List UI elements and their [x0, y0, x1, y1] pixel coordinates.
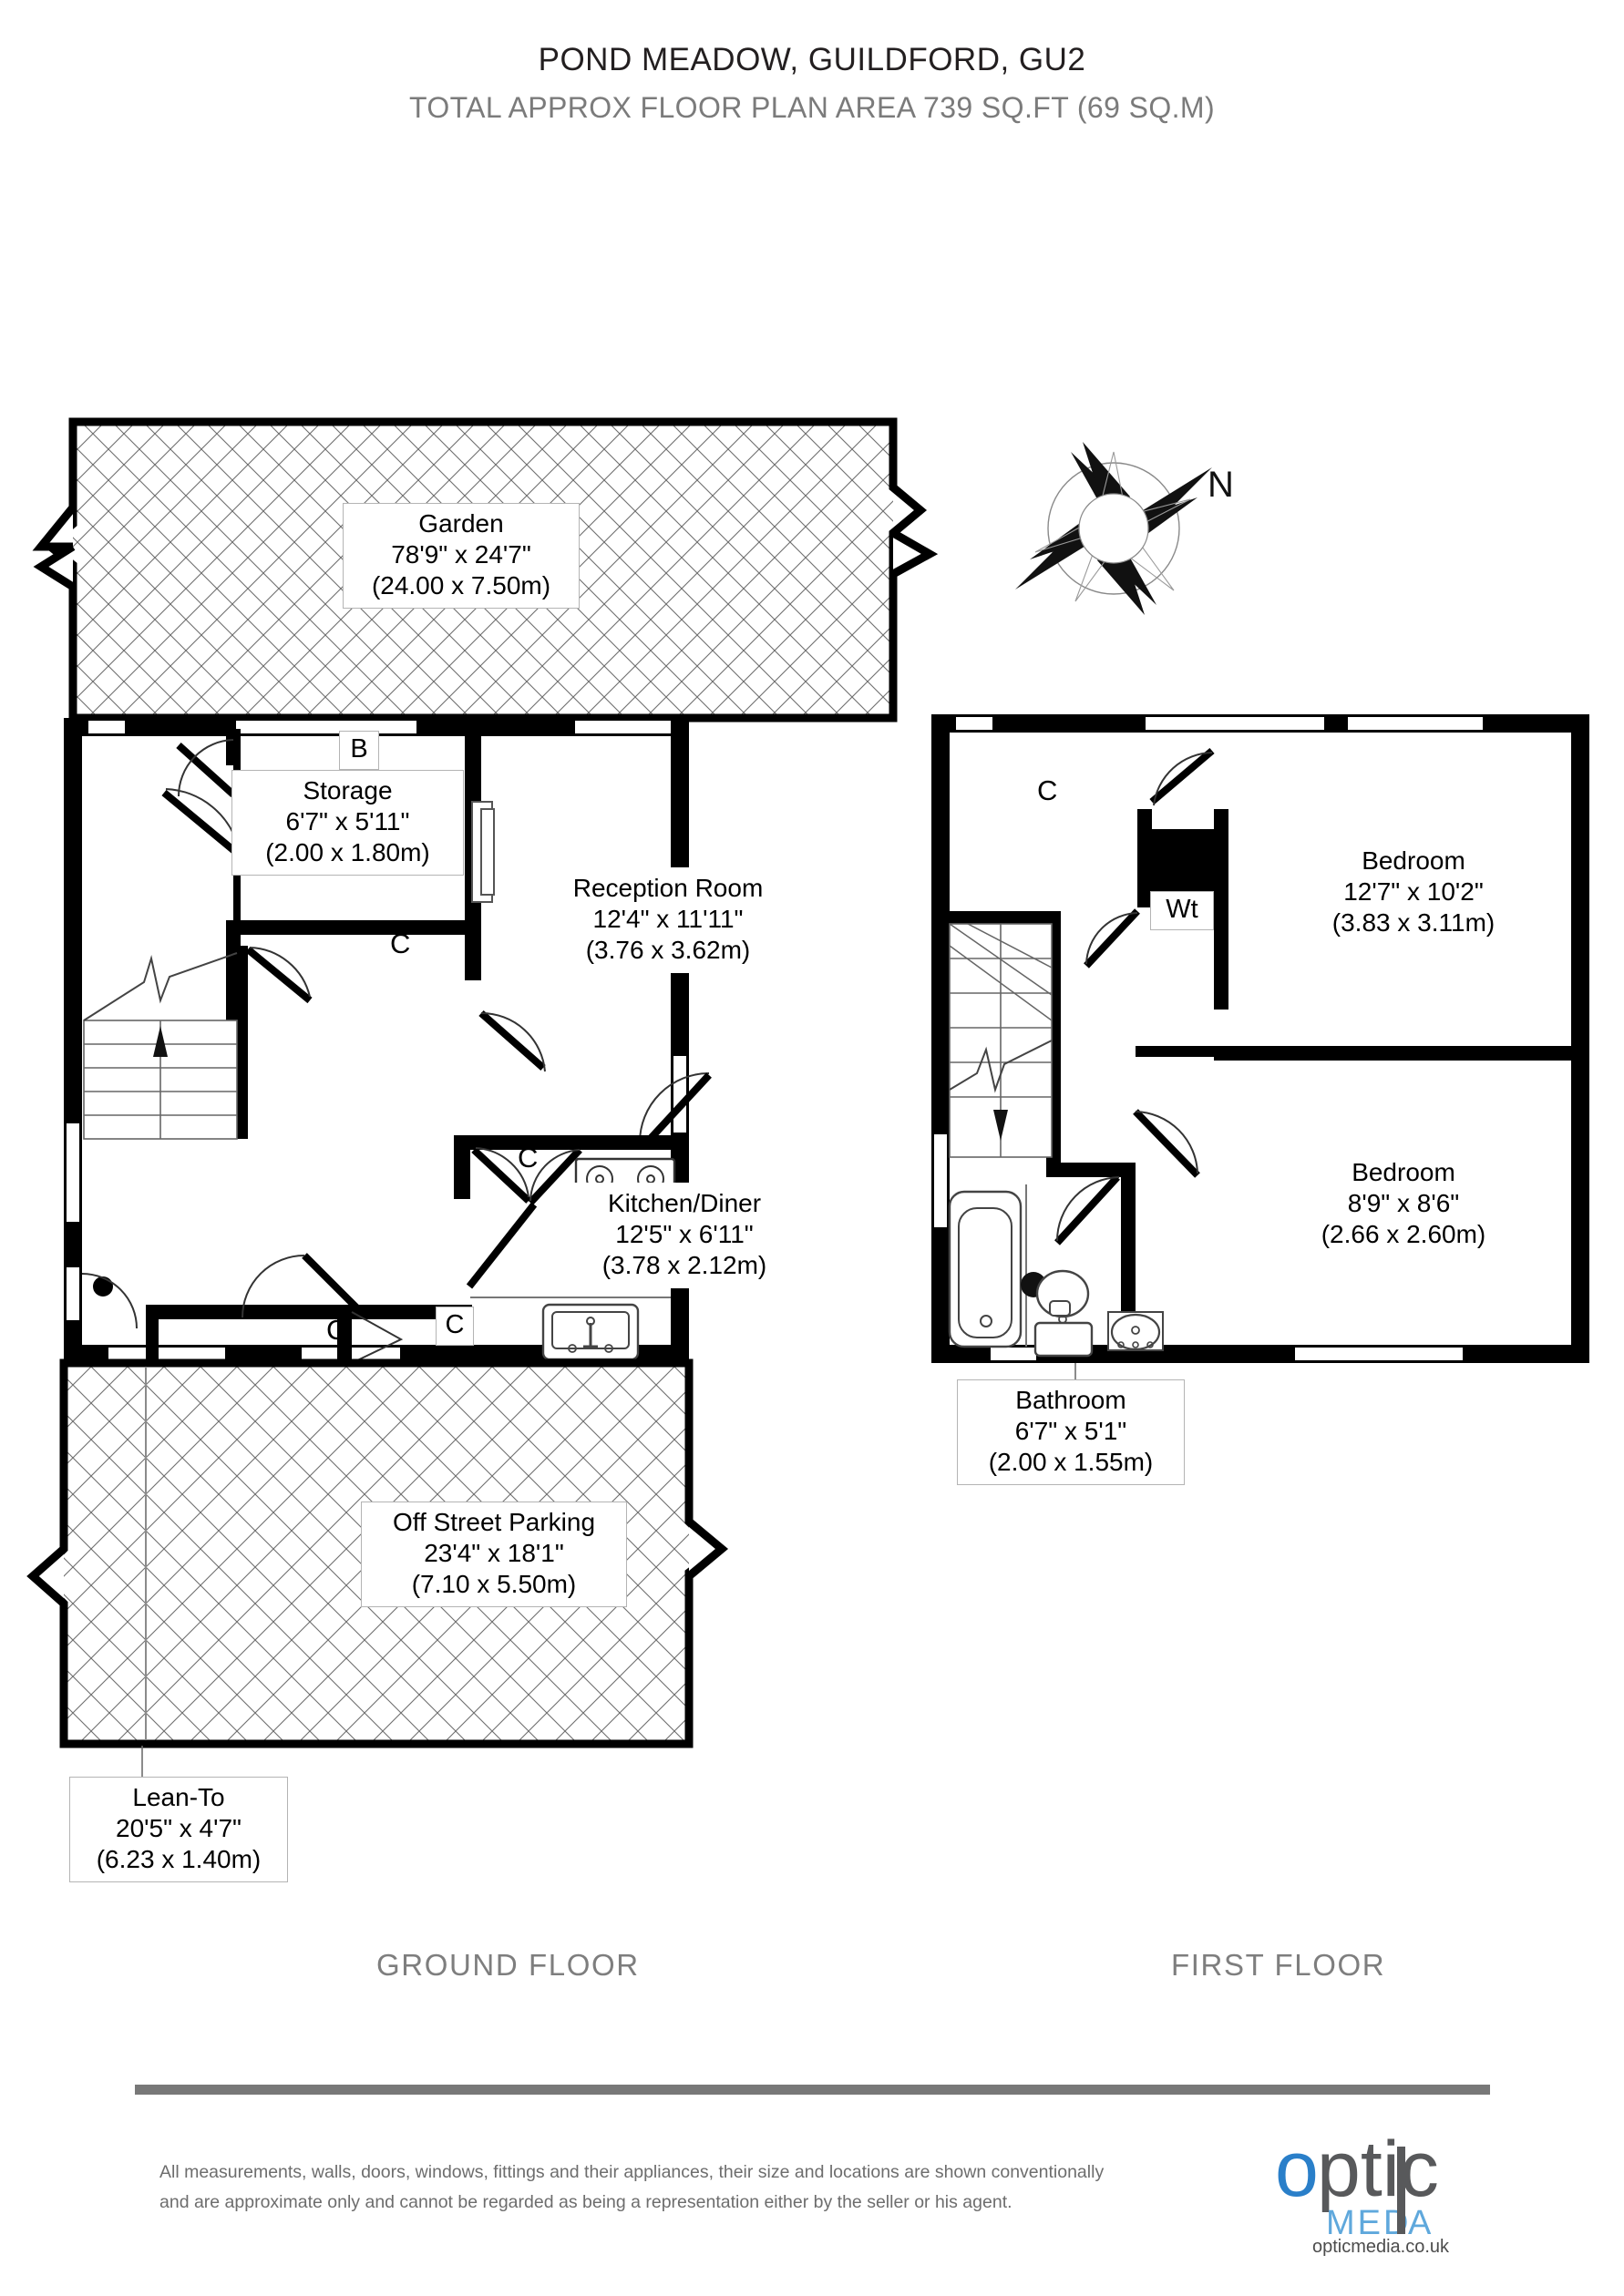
room-label-bedroom-2: Bedroom 8'9" x 8'6" (2.66 x 2.60m)	[1276, 1152, 1531, 1258]
room-label-leanto: Lean-To 20'5" x 4'7" (6.23 x 1.40m)	[69, 1777, 288, 1883]
room-metric: (3.76 x 3.62m)	[585, 936, 751, 965]
room-imperial: 12'7" x 10'2"	[1343, 877, 1484, 907]
sink-icon	[541, 1303, 640, 1361]
room-imperial: 6'7" x 5'1"	[1014, 1417, 1127, 1446]
ground-floor-caption: GROUND FLOOR	[376, 1948, 640, 1982]
page-subtitle: TOTAL APPROX FLOOR PLAN AREA 739 SQ.FT (…	[408, 91, 1216, 124]
room-name: Storage	[303, 776, 393, 805]
cupboard-marker-hall: C	[326, 1314, 347, 1346]
optic-media-logo: o ptic MED A	[1275, 2128, 1439, 2242]
room-imperial: 23'4" x 18'1"	[424, 1539, 564, 1568]
logo-i-bar	[1397, 2147, 1405, 2234]
room-imperial: 12'4" x 11'11"	[592, 905, 744, 934]
room-name: Reception Room	[572, 874, 764, 902]
room-imperial: 6'7" x 5'11"	[285, 807, 410, 836]
front-door-marker	[93, 1276, 113, 1297]
logo-media-a: A	[1408, 2204, 1434, 2242]
room-metric: (2.00 x 1.55m)	[988, 1448, 1154, 1477]
cupboard-marker-landing: C	[1037, 774, 1058, 806]
room-metric: (3.83 x 3.11m)	[1331, 908, 1496, 938]
disclaimer-text: All measurements, walls, doors, windows,…	[159, 2162, 1105, 2212]
cupboard-marker-understairs: C	[390, 928, 411, 959]
room-name: Bathroom	[1015, 1386, 1126, 1414]
room-name: Bedroom	[1352, 1158, 1455, 1186]
compass-rose-icon	[1015, 442, 1212, 615]
room-label-bathroom: Bathroom 6'7" x 5'1" (2.00 x 1.55m)	[957, 1379, 1185, 1486]
first-floor-plan	[931, 714, 1589, 1363]
room-label-reception: Reception Room 12'4" x 11'11" (3.76 x 3.…	[536, 867, 800, 974]
water-tank-marker: Wt	[1150, 891, 1214, 930]
room-label-bedroom-1: Bedroom 12'7" x 10'2" (3.83 x 3.11m)	[1285, 840, 1542, 947]
room-label-parking: Off Street Parking 23'4" x 18'1" (7.10 x…	[361, 1502, 627, 1608]
room-metric: (2.00 x 1.80m)	[265, 838, 430, 867]
first-floor-caption: FIRST FLOOR	[1171, 1948, 1386, 1982]
room-name: Lean-To	[132, 1783, 225, 1811]
room-imperial: 78'9" x 24'7"	[391, 540, 531, 569]
room-label-garden: Garden 78'9" x 24'7" (24.00 x 7.50m)	[343, 503, 580, 610]
room-label-storage: Storage 6'7" x 5'11" (2.00 x 1.80m)	[231, 770, 464, 876]
compass-north-label: N	[1208, 465, 1234, 505]
room-metric: (24.00 x 7.50m)	[371, 571, 551, 600]
logo-o: o	[1275, 2128, 1319, 2213]
page-title: POND MEADOW, GUILDFORD, GU2	[538, 42, 1086, 77]
room-metric: (2.66 x 2.60m)	[1321, 1220, 1486, 1249]
room-metric: (3.78 x 2.12m)	[601, 1251, 767, 1280]
cupboard-marker-kitchen: C	[518, 1142, 539, 1174]
room-name: Kitchen/Diner	[607, 1189, 762, 1217]
room-name: Off Street Parking	[392, 1508, 596, 1536]
room-label-kitchen: Kitchen/Diner 12'5" x 6'11" (3.78 x 2.12…	[565, 1183, 804, 1289]
room-name: Garden	[418, 509, 504, 538]
logo-ptic: ptic	[1317, 2128, 1439, 2213]
room-imperial: 8'9" x 8'6"	[1347, 1189, 1460, 1218]
cupboard-marker-hall-2: C	[436, 1307, 474, 1346]
room-metric: (7.10 x 5.50m)	[411, 1570, 577, 1599]
plan-header: POND MEADOW, GUILDFORD, GU2 TOTAL APPROX…	[0, 0, 1624, 125]
ground-floor-stairs	[83, 952, 238, 1140]
logo-url: opticmedia.co.uk	[1311, 2237, 1450, 2257]
room-name: Bedroom	[1362, 846, 1465, 875]
logo-media: MED	[1326, 2204, 1411, 2242]
room-imperial: 20'5" x 4'7"	[116, 1814, 242, 1843]
room-metric: (6.23 x 1.40m)	[96, 1845, 262, 1874]
room-imperial: 12'5" x 6'11"	[615, 1220, 754, 1249]
footer-divider	[135, 2085, 1490, 2095]
ground-floor-plan	[26, 417, 939, 1748]
boiler-marker: B	[339, 731, 379, 770]
bathroom-fixtures	[948, 1184, 1164, 1358]
first-floor-stairs	[949, 923, 1053, 1158]
